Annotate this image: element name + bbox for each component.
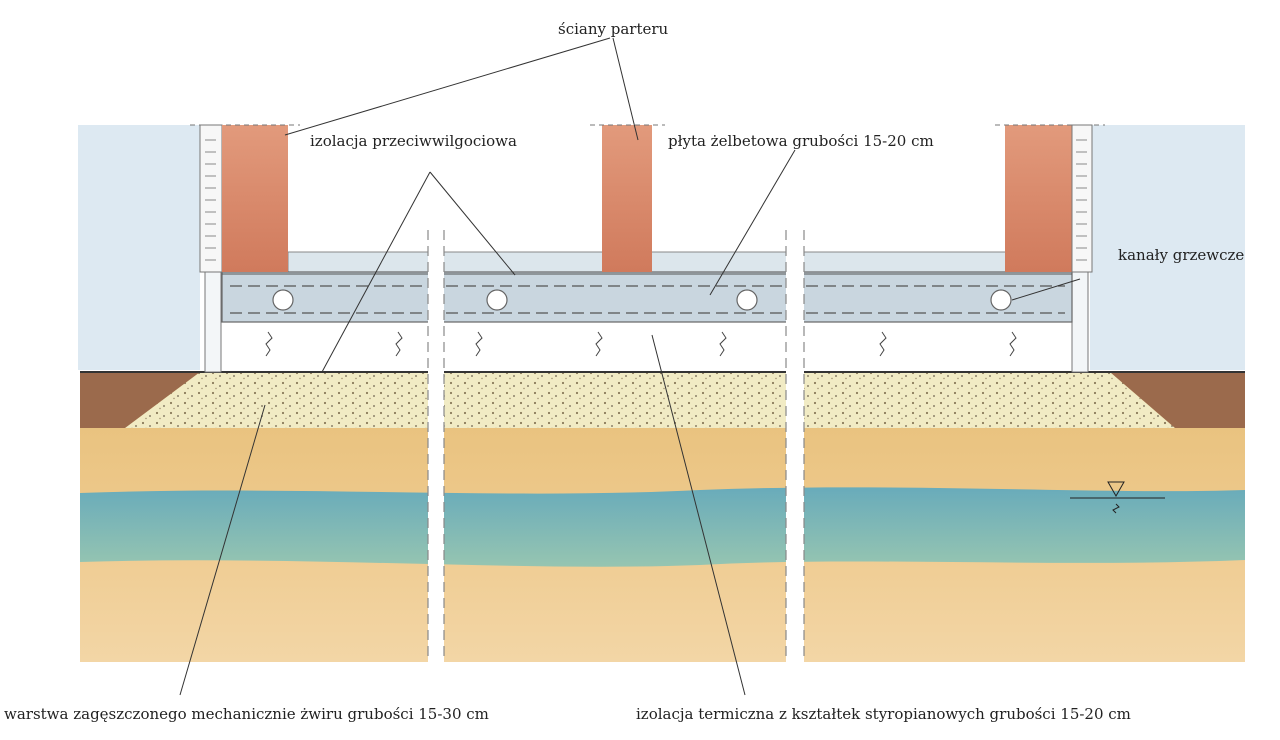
foundation-wall-left (204, 271, 222, 373)
label-ground-floor-walls: ściany parteru (558, 20, 669, 38)
heating-channel (486, 289, 508, 311)
gravel-layer (125, 372, 1175, 428)
heating-channel (736, 289, 758, 311)
wall-finish-left (199, 124, 223, 273)
concrete-slab (221, 271, 1073, 323)
label-gravel-layer: warstwa zagęszczonego mechanicznie żwiru… (4, 705, 489, 723)
sky-right (1090, 125, 1245, 370)
heating-channel (272, 289, 294, 311)
brick-wall-right (1005, 125, 1072, 272)
leader-lines (179, 37, 1081, 696)
section-break-lines (427, 230, 805, 662)
brick-wall-left (222, 125, 288, 272)
label-concrete-slab: płyta żelbetowa grubości 15-20 cm (668, 132, 934, 150)
soil-left (80, 372, 200, 428)
soil-right (1110, 372, 1245, 428)
label-heating-channels: kanały grzewcze (1118, 246, 1245, 264)
ground-layers (80, 371, 1245, 662)
wall-finish-hatching (205, 139, 1087, 261)
heating-channel (990, 289, 1012, 311)
brick-wall-middle (602, 125, 652, 272)
water-layer (80, 487, 1245, 567)
label-thermal-insulation: izolacja termiczna z kształtek styropian… (636, 705, 1131, 723)
label-damp-proof-insulation: izolacja przeciwwilgociowa (310, 132, 517, 150)
sky-left (78, 125, 200, 370)
ground-floor-walls (190, 124, 1105, 273)
foundation-wall-right (1071, 271, 1089, 373)
wall-finish-right (1071, 124, 1093, 273)
insulation-squiggles (265, 331, 1017, 357)
water-table-symbol (1070, 481, 1165, 514)
slab-structure (204, 251, 1089, 373)
